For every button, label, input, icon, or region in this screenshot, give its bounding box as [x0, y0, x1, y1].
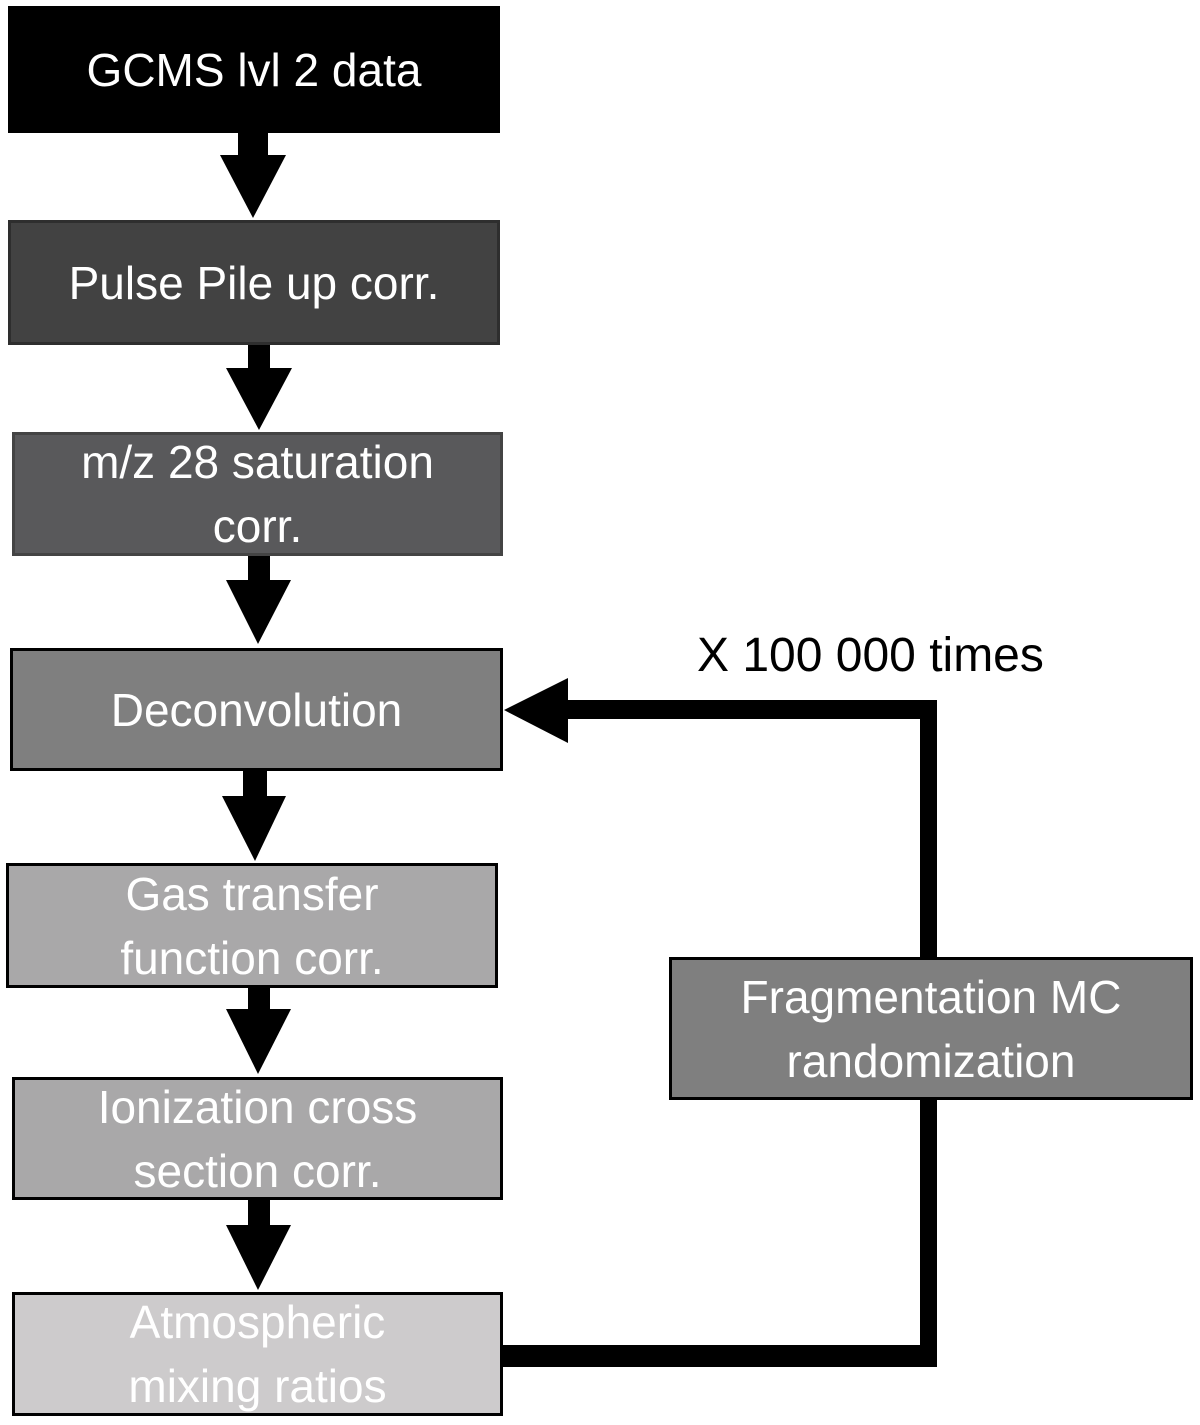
step-ionization-cross-section-correction: Ionization cross section corr. [12, 1077, 503, 1200]
arrow-pulse-to-mz28 [226, 345, 292, 430]
arrow-ion-to-atmo [226, 1200, 291, 1290]
step-label: Atmospheric mixing ratios [128, 1296, 387, 1412]
arrow-gcms-to-pulse [220, 133, 286, 218]
step-atmospheric-mixing-ratios: Atmospheric mixing ratios [12, 1292, 503, 1416]
loop-connector-atmo-to-frag [503, 1100, 937, 1367]
step-label: Pulse Pile up corr. [68, 256, 440, 309]
step-mz28-saturation-correction: m/z 28 saturation corr. [12, 432, 503, 556]
step-label: Fragmentation MC randomization [740, 970, 1122, 1087]
arrow-gas-to-ion [226, 985, 291, 1074]
step-label: Ionization cross section corr. [97, 1080, 418, 1197]
loop-iteration-label: X 100 000 times [697, 629, 1044, 682]
step-label: Deconvolution [110, 683, 403, 736]
step-gcms-level2-data: GCMS lvl 2 data [8, 6, 500, 133]
arrow-deconv-to-gas [222, 771, 286, 861]
step-label: GCMS lvl 2 data [86, 43, 422, 96]
step-pulse-pile-up-correction: Pulse Pile up corr. [8, 220, 500, 345]
step-gas-transfer-function-correction: Gas transfer function corr. [6, 863, 498, 988]
step-label: m/z 28 saturation corr. [81, 436, 434, 552]
loop-arrow-frag-to-deconv [504, 678, 937, 957]
arrow-mz28-to-deconv [226, 556, 291, 644]
step-deconvolution: Deconvolution [10, 648, 503, 771]
step-fragmentation-mc-randomization: Fragmentation MC randomization [669, 957, 1193, 1100]
step-label: Gas transfer function corr. [120, 867, 384, 984]
